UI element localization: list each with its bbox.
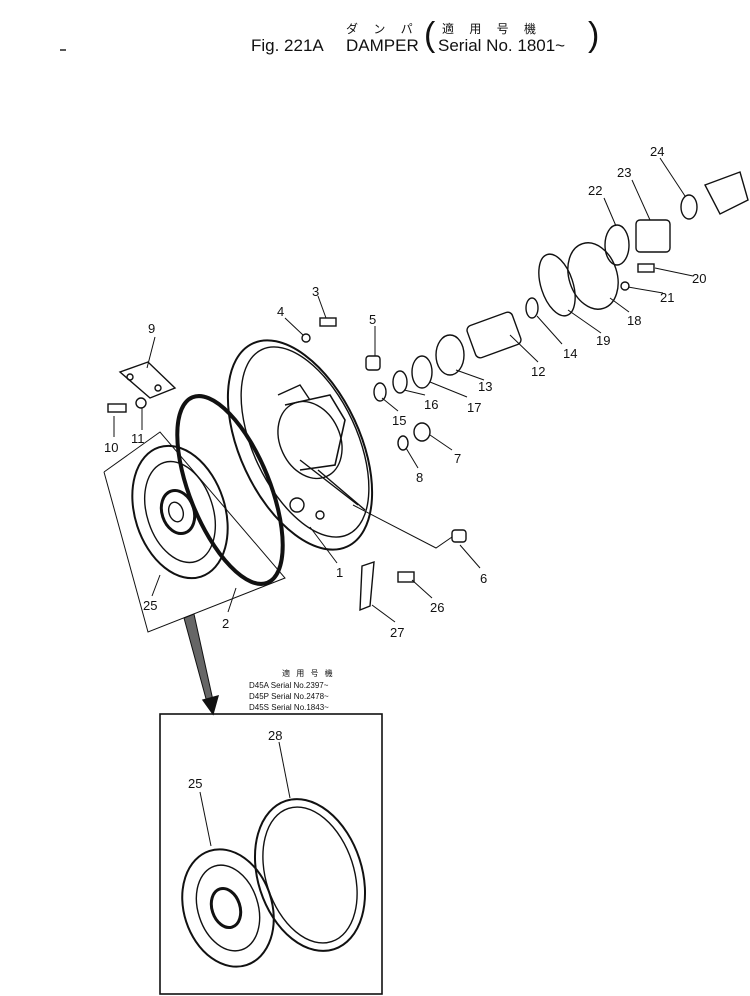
bearing-22 [604, 224, 630, 266]
seal-17 [411, 355, 433, 389]
japanese-serial-label: 適 用 号 機 [442, 22, 543, 36]
inset-disc-25 [181, 848, 275, 968]
callout-15: 15 [392, 413, 406, 428]
open-paren: ( [424, 16, 436, 54]
disc-outline-box [103, 431, 286, 633]
callout-8: 8 [416, 470, 423, 485]
callout-14: 14 [563, 346, 577, 361]
serial-range: Serial No. 1801~ [438, 36, 566, 55]
callout-2: 2 [222, 616, 229, 631]
callout-6: 6 [480, 571, 487, 586]
callout-1: 1 [336, 565, 343, 580]
bearing-13 [435, 334, 465, 376]
plug-6 [451, 529, 467, 543]
callout-19: 19 [596, 333, 610, 348]
ring-24 [680, 194, 698, 220]
plug-5 [365, 355, 381, 371]
callout-7: 7 [454, 451, 461, 466]
callout-18: 18 [627, 313, 641, 328]
inset-box [159, 713, 383, 995]
callout-17: 17 [467, 400, 481, 415]
damper-disc [131, 444, 229, 580]
inset-serial-1: D45A Serial No.2397~ [249, 681, 329, 690]
joint-cross [704, 171, 749, 215]
bolt-20 [637, 263, 655, 273]
inset-serial-2: D45P Serial No.2478~ [249, 692, 329, 701]
bolt-3 [319, 317, 337, 327]
japanese-title: ダ ン パ [346, 22, 419, 36]
o-ring-8 [397, 435, 409, 451]
washer-4 [301, 333, 311, 343]
callout-10: 10 [104, 440, 118, 455]
callout-12: 12 [531, 364, 545, 379]
inset-callout-25: 25 [188, 776, 202, 791]
callout-3: 3 [312, 284, 319, 299]
inset-serial-header: 適 用 号 機 [282, 669, 335, 678]
spacer-16 [392, 370, 408, 394]
figure-title: DAMPER [346, 36, 419, 55]
callout-16: 16 [424, 397, 438, 412]
bolt-26 [397, 571, 415, 583]
callout-4: 4 [277, 304, 284, 319]
callout-9: 9 [148, 321, 155, 336]
yoke-23 [635, 219, 671, 253]
flywheel-housing [226, 339, 374, 551]
plug-7 [413, 422, 431, 442]
callout-5: 5 [369, 312, 376, 327]
callout-24: 24 [650, 144, 664, 159]
cover-18 [567, 242, 619, 310]
inset-serial-3: D45S Serial No.1843~ [249, 703, 329, 712]
shaft-12 [466, 311, 522, 359]
callout-21: 21 [660, 290, 674, 305]
callout-13: 13 [478, 379, 492, 394]
figure-number: Fig. 221A [251, 36, 324, 55]
washer-11 [135, 397, 147, 409]
callout-22: 22 [588, 183, 602, 198]
o-ring-19 [538, 253, 576, 317]
inset-plate-28 [253, 798, 367, 952]
arrow-to-inset [183, 613, 215, 707]
cover-plate [118, 361, 177, 399]
close-paren: ) [588, 16, 600, 54]
callout-27: 27 [390, 625, 404, 640]
washer-21 [620, 281, 630, 291]
bolt-10 [107, 403, 127, 413]
callout-23: 23 [617, 165, 631, 180]
callout-20: 20 [692, 271, 706, 286]
callout-26: 26 [430, 600, 444, 615]
callout-11: 11 [131, 431, 145, 446]
inset-callout-28: 28 [268, 728, 282, 743]
snap-ring-15 [373, 382, 387, 402]
callout-25: 25 [143, 598, 157, 613]
bracket-27 [359, 560, 375, 612]
snap-ring-14 [525, 297, 539, 319]
